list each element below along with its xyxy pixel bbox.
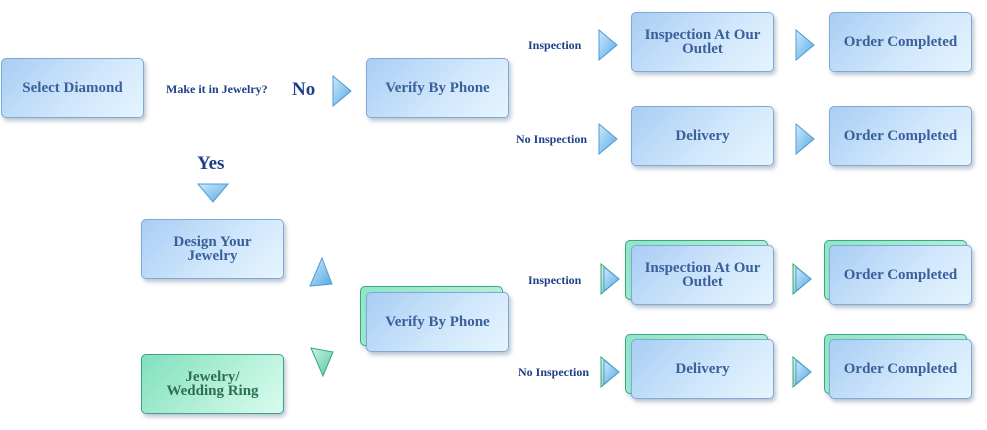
top-inspection-box-label: Inspection At Our Outlet xyxy=(644,27,761,57)
bottom-no-inspection-label: No Inspection xyxy=(518,365,590,379)
arrow-right-icon xyxy=(600,355,620,389)
arrow-right-icon xyxy=(600,262,620,296)
verify-phone-top-label: Verify By Phone xyxy=(385,80,490,96)
verify-phone-top-box: Verify By Phone xyxy=(366,58,509,118)
arrow-up-right-icon xyxy=(309,256,333,287)
arrow-right-icon xyxy=(332,74,352,108)
arrow-right-icon xyxy=(598,28,618,62)
top-no-inspection-label: No Inspection xyxy=(516,132,588,146)
top-order-completed-2-box: Order Completed xyxy=(829,106,972,166)
arrow-down-right-icon xyxy=(310,347,334,378)
arrow-right-icon xyxy=(795,28,815,62)
verify-phone-bottom-box: Verify By Phone xyxy=(366,292,509,352)
top-delivery-box: Delivery xyxy=(631,106,774,166)
bottom-order-completed-1-label: Order Completed xyxy=(843,267,958,283)
bottom-delivery-label: Delivery xyxy=(675,361,730,377)
jewelry-ring-label: Jewelry/ Wedding Ring xyxy=(166,369,259,399)
jewelry-ring-box: Jewelry/ Wedding Ring xyxy=(141,354,284,414)
bottom-inspection-box: Inspection At Our Outlet xyxy=(631,245,774,305)
design-jewelry-box: Design Your Jewelry xyxy=(141,219,284,279)
arrow-right-icon xyxy=(792,262,812,296)
top-inspection-box: Inspection At Our Outlet xyxy=(631,12,774,72)
bottom-order-completed-2-label: Order Completed xyxy=(843,361,958,377)
bottom-order-completed-2-box: Order Completed xyxy=(829,339,972,399)
bottom-order-completed-1-box: Order Completed xyxy=(829,245,972,305)
top-order-completed-1-box: Order Completed xyxy=(829,12,972,72)
no-label: No xyxy=(292,79,316,100)
bottom-inspection-box-label: Inspection At Our Outlet xyxy=(644,260,761,290)
bottom-delivery-box: Delivery xyxy=(631,339,774,399)
arrow-down-icon xyxy=(196,183,230,203)
bottom-inspection-label: Inspection xyxy=(528,273,582,287)
question-label: Make it in Jewelry? xyxy=(166,82,268,96)
verify-phone-bottom-label: Verify By Phone xyxy=(385,314,490,330)
yes-label: Yes xyxy=(197,153,225,174)
top-delivery-label: Delivery xyxy=(675,128,730,144)
top-order-completed-2-label: Order Completed xyxy=(843,128,958,144)
arrow-right-icon xyxy=(792,355,812,389)
select-diamond-label: Select Diamond xyxy=(22,80,123,96)
select-diamond-box: Select Diamond xyxy=(1,58,144,118)
design-jewelry-label: Design Your Jewelry xyxy=(173,234,252,264)
arrow-right-icon xyxy=(598,122,618,156)
arrow-right-icon xyxy=(795,122,815,156)
top-order-completed-1-label: Order Completed xyxy=(843,34,958,50)
top-inspection-label: Inspection xyxy=(528,38,582,52)
